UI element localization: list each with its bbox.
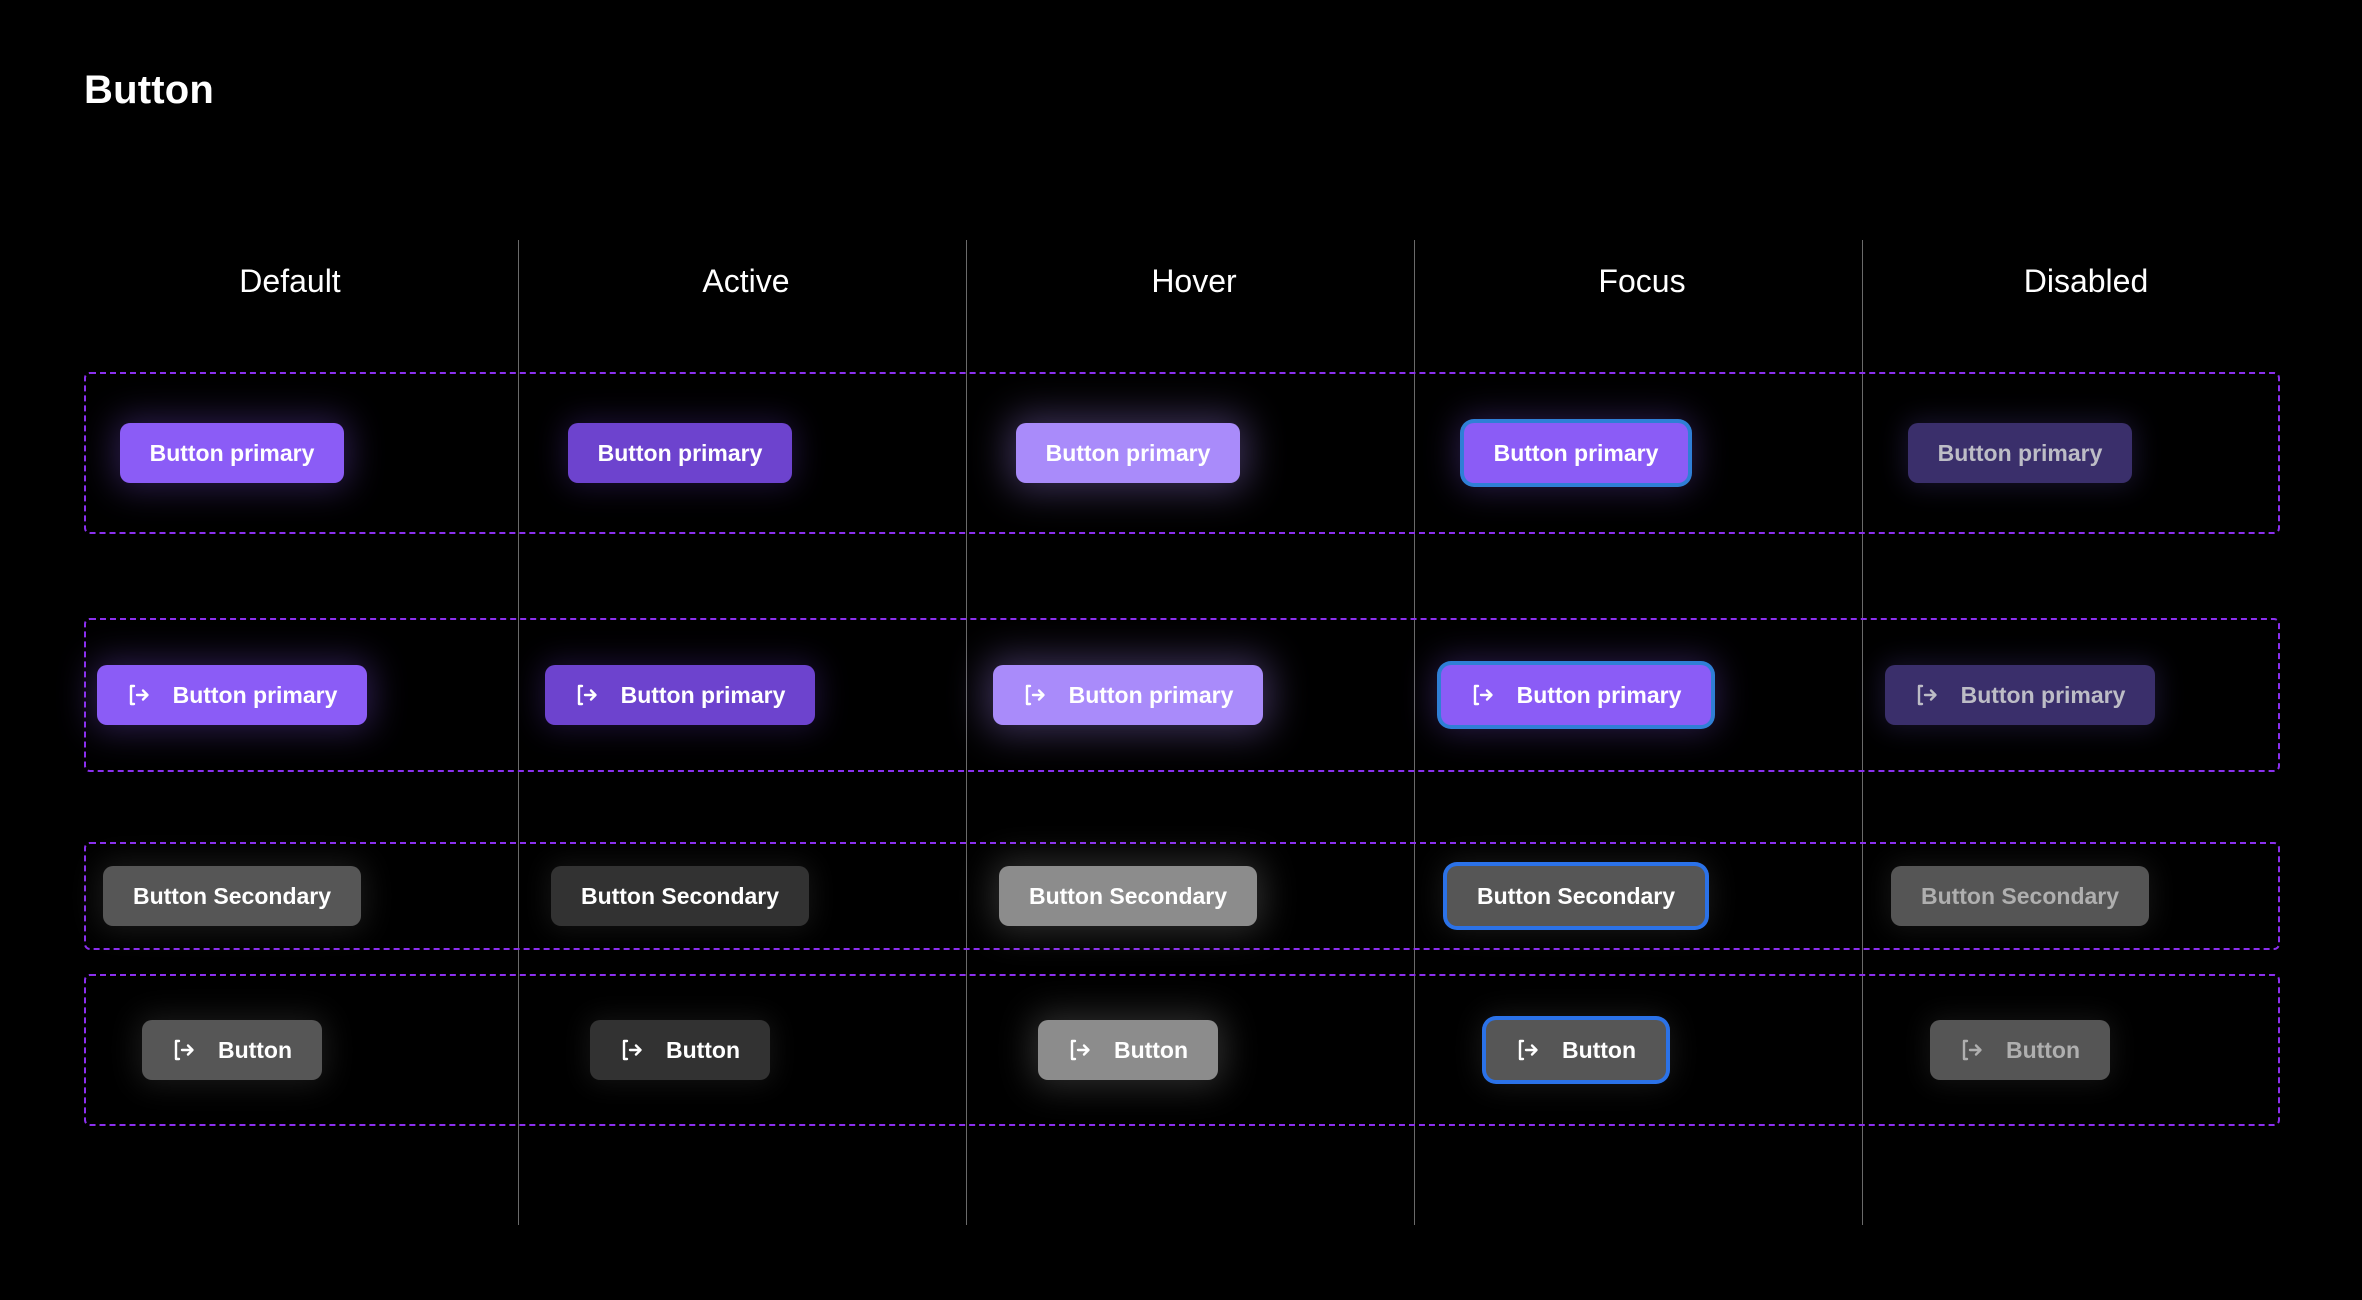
cell-secondary-active: Button Secondary	[532, 866, 828, 926]
button-primary-icon-hover[interactable]: Button primary	[992, 665, 1264, 725]
login-arrow-icon	[1915, 683, 1939, 707]
button-primary-focus[interactable]: Button primary	[1463, 423, 1689, 483]
row-secondary: Button Secondary Button Secondary Button…	[0, 842, 2362, 950]
button-label: Button Secondary	[1028, 882, 1228, 909]
button-primary-icon-default[interactable]: Button primary	[96, 665, 368, 725]
button-primary-hover[interactable]: Button primary	[1015, 423, 1241, 483]
button-label: Button Secondary	[580, 882, 780, 909]
cell-primary-focus: Button primary	[1428, 423, 1724, 483]
button-label: Button	[1561, 1036, 1637, 1063]
column-header-default: Default	[239, 263, 341, 299]
login-arrow-icon	[575, 683, 599, 707]
button-label: Button Secondary	[1476, 882, 1676, 909]
button-label: Button	[2005, 1036, 2081, 1063]
cell-secondary-icon-focus: Button	[1428, 1020, 1724, 1080]
button-label: Button	[665, 1036, 741, 1063]
button-label: Button primary	[172, 681, 338, 708]
button-label: Button primary	[1516, 681, 1682, 708]
cell-primary-default: Button primary	[84, 423, 380, 483]
column-header-disabled: Disabled	[2023, 263, 2149, 299]
button-secondary-active[interactable]: Button Secondary	[550, 866, 810, 926]
column-header-hover: Hover	[1151, 263, 1237, 299]
button-secondary-icon-hover[interactable]: Button	[1037, 1020, 1219, 1080]
login-arrow-icon	[1516, 1038, 1540, 1062]
cell-secondary-hover: Button Secondary	[980, 866, 1276, 926]
button-label: Button	[1113, 1036, 1189, 1063]
button-primary-active[interactable]: Button primary	[567, 423, 793, 483]
row-frame-primary-icon	[84, 618, 2280, 772]
login-arrow-icon	[1068, 1038, 1092, 1062]
cell-secondary-icon-active: Button	[532, 1020, 828, 1080]
button-primary-disabled: Button primary	[1907, 423, 2133, 483]
button-secondary-icon-active[interactable]: Button	[589, 1020, 771, 1080]
button-label: Button	[217, 1036, 293, 1063]
login-arrow-icon	[1471, 683, 1495, 707]
button-label: Button primary	[149, 439, 315, 466]
button-secondary-icon-disabled: Button	[1929, 1020, 2111, 1080]
button-primary-default[interactable]: Button primary	[119, 423, 345, 483]
column-header-focus: Focus	[1598, 263, 1686, 299]
cell-primary-icon-active: Button primary	[532, 665, 828, 725]
button-primary-icon-focus[interactable]: Button primary	[1440, 665, 1712, 725]
button-label: Button Secondary	[1920, 882, 2120, 909]
login-arrow-icon	[127, 683, 151, 707]
cell-primary-icon-focus: Button primary	[1428, 665, 1724, 725]
cell-secondary-disabled: Button Secondary	[1872, 866, 2168, 926]
login-arrow-icon	[1023, 683, 1047, 707]
button-label: Button primary	[597, 439, 763, 466]
column-divider-3	[1414, 240, 1415, 1225]
cell-secondary-icon-default: Button	[84, 1020, 380, 1080]
button-secondary-focus[interactable]: Button Secondary	[1446, 866, 1706, 926]
login-arrow-icon	[172, 1038, 196, 1062]
button-secondary-disabled: Button Secondary	[1890, 866, 2150, 926]
button-label: Button primary	[1068, 681, 1234, 708]
column-header-active: Active	[702, 263, 790, 299]
button-label: Button Secondary	[132, 882, 332, 909]
row-secondary-icon: Button Button Button	[0, 974, 2362, 1126]
cell-primary-disabled: Button primary	[1872, 423, 2168, 483]
cell-primary-icon-default: Button primary	[84, 665, 380, 725]
button-label: Button primary	[1045, 439, 1211, 466]
cell-primary-hover: Button primary	[980, 423, 1276, 483]
cell-secondary-default: Button Secondary	[84, 866, 380, 926]
button-state-matrix: Default Active Hover Focus Disabled Butt…	[0, 240, 2362, 1300]
column-divider-2	[966, 240, 967, 1225]
login-arrow-icon	[1960, 1038, 1984, 1062]
column-divider-4	[1862, 240, 1863, 1225]
button-secondary-icon-focus[interactable]: Button	[1485, 1020, 1667, 1080]
row-frame-secondary-icon	[84, 974, 2280, 1126]
login-arrow-icon	[620, 1038, 644, 1062]
page-title: Button	[84, 68, 215, 112]
button-label: Button primary	[1960, 681, 2126, 708]
column-divider-1	[518, 240, 519, 1225]
button-secondary-default[interactable]: Button Secondary	[102, 866, 362, 926]
row-primary: Button primary Button primary Button pri…	[0, 372, 2362, 534]
button-label: Button primary	[1493, 439, 1659, 466]
row-primary-icon: Button primary Button primary	[0, 618, 2362, 772]
button-primary-icon-disabled: Button primary	[1884, 665, 2156, 725]
button-secondary-icon-default[interactable]: Button	[141, 1020, 323, 1080]
cell-secondary-icon-hover: Button	[980, 1020, 1276, 1080]
button-label: Button primary	[1937, 439, 2103, 466]
row-frame-secondary	[84, 842, 2280, 950]
cell-primary-icon-disabled: Button primary	[1872, 665, 2168, 725]
cell-primary-icon-hover: Button primary	[980, 665, 1276, 725]
cell-secondary-focus: Button Secondary	[1428, 866, 1724, 926]
button-primary-icon-active[interactable]: Button primary	[544, 665, 816, 725]
button-secondary-hover[interactable]: Button Secondary	[998, 866, 1258, 926]
button-label: Button primary	[620, 681, 786, 708]
row-frame-primary	[84, 372, 2280, 534]
cell-primary-active: Button primary	[532, 423, 828, 483]
cell-secondary-icon-disabled: Button	[1872, 1020, 2168, 1080]
